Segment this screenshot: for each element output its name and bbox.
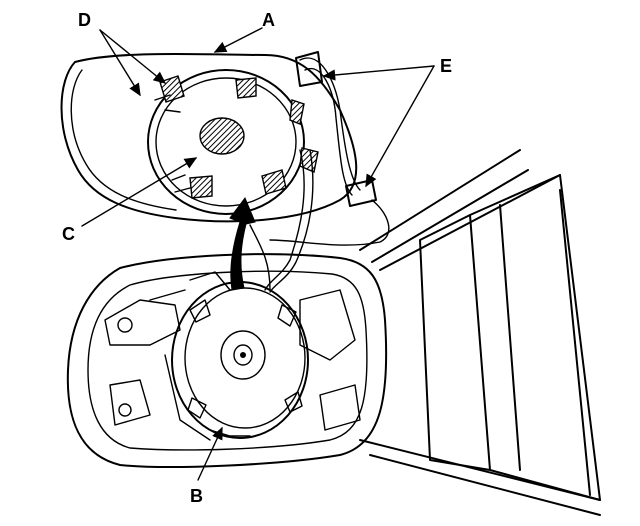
callout-label-C: C: [62, 224, 75, 244]
callout-label-A: A: [262, 10, 275, 30]
callout-label-D: D: [78, 10, 91, 30]
connector-lower: [345, 179, 377, 207]
callout-leaders: [81, 27, 435, 481]
door-body: [359, 149, 601, 516]
pivot-center-C: [199, 117, 245, 155]
connector-upper: [295, 51, 323, 87]
removal-arrow: [229, 197, 256, 291]
mirror-glass-A: [60, 52, 358, 223]
callout-label-E: E: [440, 56, 452, 76]
wiring-harness-E: [249, 51, 390, 293]
mirror-housing: [66, 253, 388, 468]
callout-label-B: B: [190, 486, 203, 506]
actuator-disc-B: [171, 281, 309, 439]
